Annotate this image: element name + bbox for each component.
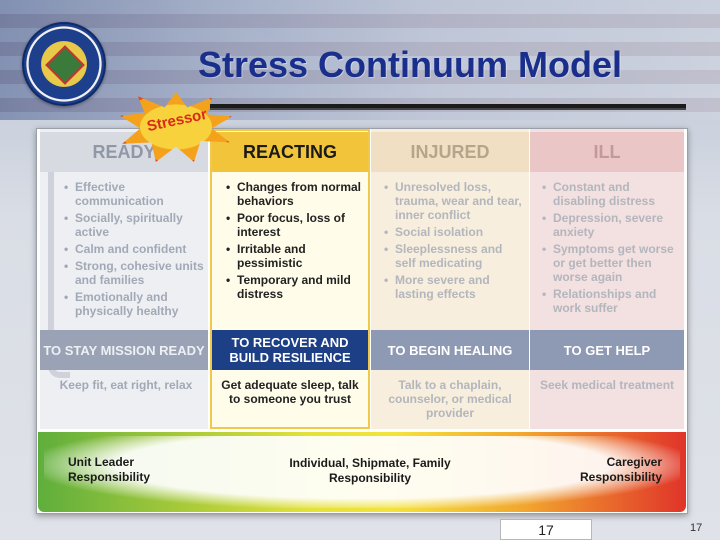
gradient-highlight: [44, 436, 680, 508]
list-item: Depression, severe anxiety: [542, 211, 682, 239]
header-reacting: REACTING: [212, 132, 368, 172]
page-number-box: 17: [500, 519, 592, 540]
action-ill: Seek medical treatment: [539, 378, 675, 392]
seal-logo: [22, 22, 106, 106]
list-item: Symptoms get worse or get better then wo…: [542, 242, 682, 284]
list-item: Relationships and work suffer: [542, 287, 682, 315]
list-item: More severe and lasting effects: [384, 273, 526, 301]
ready-bullets: Effective communication Socially, spirit…: [64, 180, 206, 321]
flag-backdrop: [0, 0, 720, 120]
header-injured: INJURED: [371, 132, 529, 172]
list-item: Social isolation: [384, 225, 526, 239]
list-item: Temporary and mild distress: [226, 273, 366, 301]
list-item: Sleeplessness and self medicating: [384, 242, 526, 270]
list-item: Constant and disabling distress: [542, 180, 682, 208]
injured-bullets: Unresolved loss, trauma, wear and tear, …: [384, 180, 526, 304]
slide-title: Stress Continuum Model: [197, 44, 623, 85]
list-item: Irritable and pessimistic: [226, 242, 366, 270]
list-item: Calm and confident: [64, 242, 206, 256]
list-item: Poor focus, loss of interest: [226, 211, 366, 239]
list-item: Effective communication: [64, 180, 206, 208]
reacting-bullets: Changes from normal behaviors Poor focus…: [226, 180, 366, 304]
header-ill: ILL: [530, 132, 684, 172]
goal-ill: TO GET HELP: [530, 330, 684, 370]
responsibility-middle: Individual, Shipmate, Family Responsibil…: [289, 456, 451, 485]
goal-injured: TO BEGIN HEALING: [371, 330, 529, 370]
list-item: Unresolved loss, trauma, wear and tear, …: [384, 180, 526, 222]
action-ready: Keep fit, eat right, relax: [59, 378, 193, 392]
list-item: Emotionally and physically healthy: [64, 290, 206, 318]
list-item: Changes from normal behaviors: [226, 180, 366, 208]
responsibility-left: Unit Leader Responsibility: [68, 455, 151, 484]
action-reacting: Get adequate sleep, talk to someone you …: [221, 378, 359, 406]
action-injured: Talk to a chaplain, counselor, or medica…: [388, 378, 512, 420]
list-item: Socially, spiritually active: [64, 211, 206, 239]
title-divider: [210, 104, 686, 110]
page-number: 17: [690, 522, 703, 534]
seal-emblem-icon: [45, 45, 85, 85]
ill-bullets: Constant and disabling distress Depressi…: [542, 180, 682, 318]
goal-reacting: TO RECOVER AND BUILD RESILIENCE: [212, 330, 368, 370]
responsibility-right: Caregiver Responsibility: [579, 455, 662, 484]
goal-ready: TO STAY MISSION READY: [40, 330, 208, 370]
list-item: Strong, cohesive units and families: [64, 259, 206, 287]
